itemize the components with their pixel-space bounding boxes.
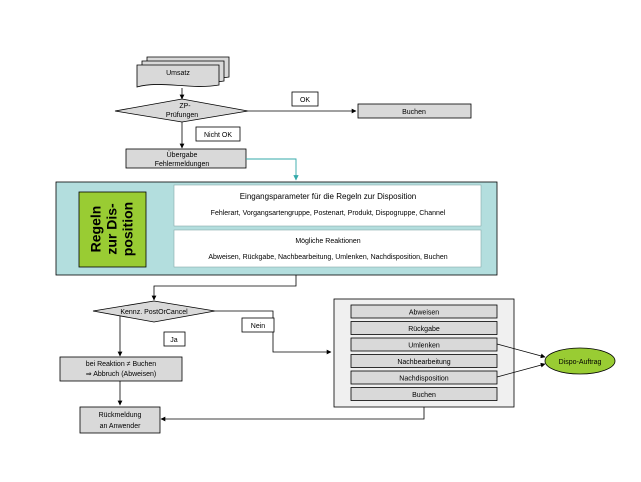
reaction-label: Umlenken	[408, 343, 440, 350]
dispo-auftrag-node	[544, 347, 616, 375]
kennz-decision: Kennz. PostOrCancel	[92, 300, 216, 323]
reaktionen-title: Mögliche Reaktionen	[295, 238, 360, 245]
abbruch-label-2: ⇒ Abbruch (Abweisen)	[86, 371, 156, 378]
dispo-auftrag-label: Dispo-Auftrag	[559, 359, 602, 366]
zp-pruefungen-decision: ZP- Prüfungen	[114, 98, 249, 123]
abbruch-label-1: bei Reaktion ≠ Buchen	[86, 361, 156, 368]
buchen-box	[357, 103, 472, 119]
regeln-box	[78, 191, 147, 268]
rueckmeldung-label-1: Rückmeldung	[99, 412, 142, 419]
umsatz-label: Umsatz	[166, 70, 190, 77]
nicht-ok-label: Nicht OK	[204, 132, 232, 139]
reaction-box	[350, 321, 498, 335]
regeln-label-3: position	[120, 202, 136, 256]
ja-label-box	[163, 331, 186, 347]
umsatz-stack: Umsatz	[136, 56, 230, 88]
reaction-label: Nachdisposition	[399, 376, 449, 383]
reaction-label: Rückgabe	[408, 326, 440, 333]
buchen-label: Buchen	[402, 109, 426, 116]
reaction-label: Abweisen	[409, 310, 439, 317]
reaction-label: Buchen	[412, 392, 436, 399]
reaction-box	[350, 304, 498, 319]
reaction-box	[350, 354, 498, 368]
reaktionen-box	[173, 229, 482, 268]
rueckmeldung-label-2: an Anwender	[100, 423, 142, 430]
zp-label-2: Prüfungen	[166, 112, 198, 119]
ok-label: OK	[300, 97, 310, 104]
rueckmeldung-box	[79, 406, 161, 434]
uebergabe-label-2: Fehlermeldungen	[155, 161, 210, 168]
kennz-label: Kennz. PostOrCancel	[120, 309, 188, 316]
eingangsparameter-box	[173, 184, 482, 227]
reaction-label: Nachbearbeitung	[397, 359, 450, 366]
regeln-label-1: Regeln	[88, 206, 104, 253]
reaction-box	[350, 370, 498, 385]
nein-label: Nein	[251, 323, 266, 330]
uebergabe-box	[125, 148, 247, 169]
nicht-ok-label-box	[195, 126, 241, 142]
ok-label-box	[291, 91, 319, 107]
reaction-box	[350, 387, 498, 401]
nein-label-box	[241, 317, 275, 333]
regeln-label-2: zur Dis-	[104, 203, 120, 255]
eingang-title: Eingangsparameter für die Regeln zur Dis…	[240, 192, 417, 201]
zp-label-1: ZP-	[179, 103, 191, 110]
reaction-box	[350, 337, 498, 352]
ja-label: Ja	[170, 337, 178, 344]
abbruch-box	[59, 356, 183, 382]
rules-panel: Regeln zur Dis- position Eingangsparamet…	[55, 181, 498, 276]
eingang-items: Fehlerart, Vorgangsartengruppe, Postenar…	[211, 210, 446, 217]
uebergabe-label-1: Übergabe	[167, 151, 198, 159]
reaction-list: AbweisenRückgabeUmlenkenNachbearbeitungN…	[350, 304, 498, 401]
reaktionen-items: Abweisen, Rückgabe, Nachbearbeitung, Uml…	[208, 254, 447, 261]
